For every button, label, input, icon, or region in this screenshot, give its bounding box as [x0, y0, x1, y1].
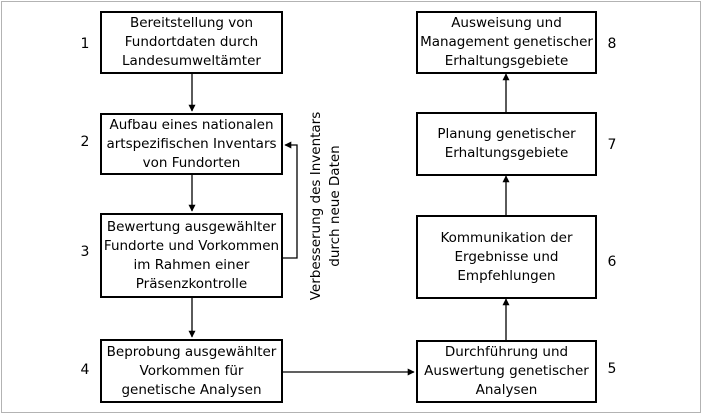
feedback-label: Verbesserung des Inventars durch neue Da…: [308, 111, 343, 301]
step-box-6: Kommunikation der Ergebnisse und Empfehl…: [416, 215, 597, 299]
step-number-3: 3: [80, 244, 90, 260]
step-box-2: Aufbau eines nationalen artspezifischen …: [100, 113, 283, 175]
step-number-2: 2: [80, 134, 90, 150]
step-box-8: Ausweisung und Management genetischer Er…: [416, 11, 597, 74]
step-box-4: Beprobung ausgewählter Vorkommen für gen…: [100, 339, 283, 403]
step-number-4: 4: [80, 362, 90, 378]
step-box-5: Durchführung und Auswertung genetischer …: [416, 340, 597, 403]
step-number-1: 1: [80, 36, 90, 52]
step-box-3: Bewertung ausgewählter Fundorte und Vork…: [100, 213, 283, 298]
feedback-arrow-3-to-2: [283, 141, 298, 259]
step-number-7: 7: [607, 137, 617, 153]
step-number-6: 6: [607, 254, 617, 270]
step-box-7: Planung genetischer Erhaltungsgebiete: [416, 112, 597, 176]
step-box-1: Bereitstellung von Fundortdaten durch La…: [100, 11, 283, 74]
step-number-8: 8: [607, 36, 617, 52]
step-number-5: 5: [607, 361, 617, 377]
